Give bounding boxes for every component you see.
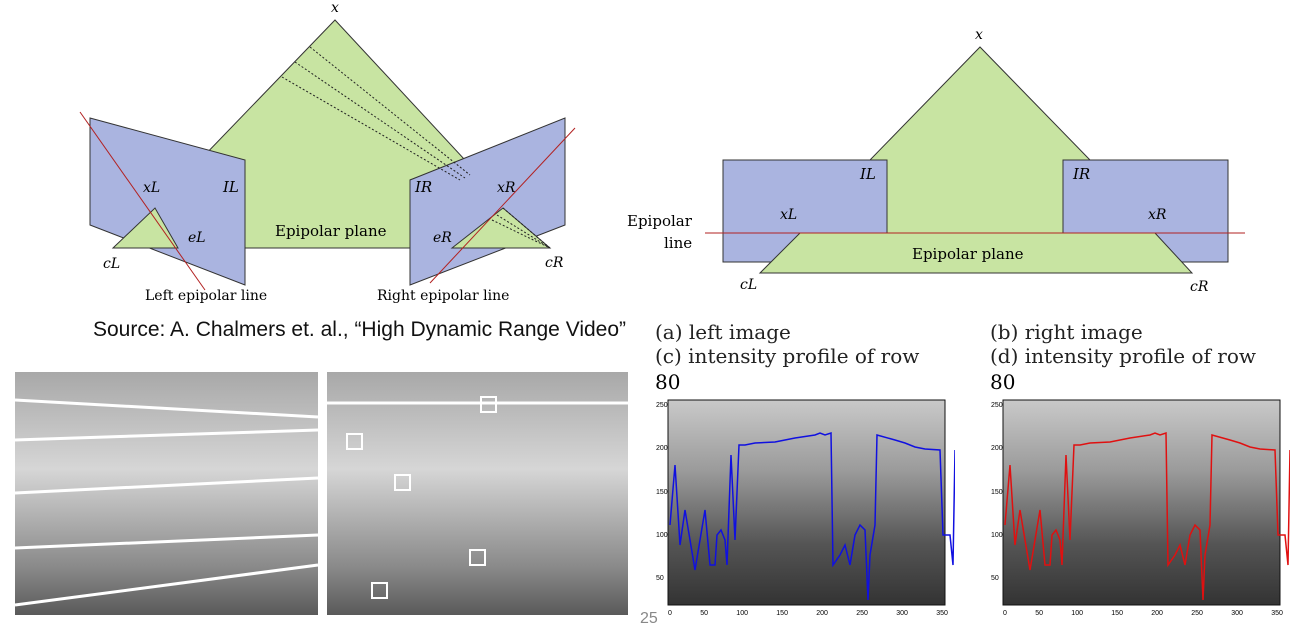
label-xr: xR xyxy=(497,180,516,196)
label-x: x xyxy=(331,0,339,16)
label-il: IL xyxy=(223,178,239,196)
label-il: IL xyxy=(860,165,876,183)
x-tick: 150 xyxy=(1111,610,1123,617)
y-tick: 250 xyxy=(991,402,1003,409)
row-number: 80 xyxy=(655,370,681,394)
x-axis-ticks: 0 50 100 150 200 250 300 350 xyxy=(668,610,948,617)
intensity-profile-plot xyxy=(1002,399,1290,606)
right-epipolar-line xyxy=(429,127,576,284)
x-tick: 250 xyxy=(1191,610,1203,617)
x-tick: 300 xyxy=(1231,610,1243,617)
label-er: eR xyxy=(433,230,452,246)
x-tick: 50 xyxy=(1035,610,1043,617)
x-tick: 350 xyxy=(1271,610,1283,617)
feature-boxes xyxy=(346,396,497,599)
label-ir: IR xyxy=(415,178,433,196)
label-epipolar-plane: Epipolar plane xyxy=(275,222,387,240)
y-tick: 100 xyxy=(656,531,668,539)
label-ir: IR xyxy=(1073,165,1091,183)
label-x: x xyxy=(975,27,983,43)
right-image-plane xyxy=(409,117,566,286)
x-tick: 0 xyxy=(1003,610,1007,617)
y-axis-ticks: 250 200 150 100 50 xyxy=(991,402,1003,582)
x-tick: 350 xyxy=(936,610,948,617)
y-tick: 50 xyxy=(656,575,664,582)
slide-number: 25 xyxy=(640,610,658,627)
source-caption: Source: A. Chalmers et. al., “High Dynam… xyxy=(93,318,627,341)
label-right-epipolar-line: Right epipolar line xyxy=(377,288,510,304)
y-tick: 150 xyxy=(991,488,1003,496)
x-tick: 100 xyxy=(1071,610,1083,617)
x-tick: 200 xyxy=(816,610,828,617)
castle-photo xyxy=(668,400,945,605)
castle-photo xyxy=(1003,400,1280,605)
x-tick: 300 xyxy=(896,610,908,617)
label-left-epipolar-line: Left epipolar line xyxy=(145,288,268,304)
y-tick: 200 xyxy=(991,445,1003,453)
x-tick: 150 xyxy=(776,610,788,617)
y-axis-ticks: 250 200 150 100 50 xyxy=(656,402,668,582)
plot-frame xyxy=(1002,399,1281,606)
right-camera-triangle xyxy=(450,207,552,249)
plot-frame xyxy=(667,399,946,606)
label-cr: cR xyxy=(545,255,564,271)
x-axis-ticks: 0 50 100 150 200 250 300 350 xyxy=(1003,610,1283,617)
y-tick: 150 xyxy=(656,488,668,496)
epipolar-lines-overlay xyxy=(14,398,628,607)
label-xl: xL xyxy=(780,207,798,223)
label-epipolar-line-1: Epipolar xyxy=(627,212,692,230)
plot-caption-image: (a) left image xyxy=(655,320,791,344)
label-cl: cL xyxy=(103,256,121,272)
x-tick: 0 xyxy=(668,610,672,617)
y-tick: 100 xyxy=(991,531,1003,539)
y-tick: 50 xyxy=(991,575,999,582)
intensity-profile-line xyxy=(1004,431,1290,601)
projection-rays xyxy=(281,46,551,249)
x-tick: 200 xyxy=(1151,610,1163,617)
plot-caption-profile: (d) intensity profile of row xyxy=(990,344,1257,368)
x-tick: 100 xyxy=(736,610,748,617)
left-epipolar-line xyxy=(79,111,206,291)
y-tick: 200 xyxy=(656,445,668,453)
label-xr: xR xyxy=(1148,207,1167,223)
label-epipolar-plane: Epipolar plane xyxy=(912,245,1024,263)
x-tick: 250 xyxy=(856,610,868,617)
left-camera-triangle xyxy=(111,207,179,249)
epipolar-triangle xyxy=(868,46,1092,234)
intensity-profile-line xyxy=(669,431,955,601)
left-image-plane xyxy=(89,117,246,286)
y-tick: 250 xyxy=(656,402,668,409)
intensity-profile-plot xyxy=(667,399,955,606)
right-epipolar-diagram xyxy=(705,46,1245,274)
label-cl: cL xyxy=(740,277,758,293)
x-tick: 50 xyxy=(700,610,708,617)
label-xl: xL xyxy=(143,180,161,196)
label-cr: cR xyxy=(1190,279,1209,295)
label-el: eL xyxy=(188,230,206,246)
label-epipolar-line-2: line xyxy=(664,234,693,252)
plot-caption-image: (b) right image xyxy=(990,320,1143,344)
row-number: 80 xyxy=(990,370,1016,394)
plot-caption-profile: (c) intensity profile of row xyxy=(655,344,920,368)
left-epipolar-diagram xyxy=(79,19,576,291)
